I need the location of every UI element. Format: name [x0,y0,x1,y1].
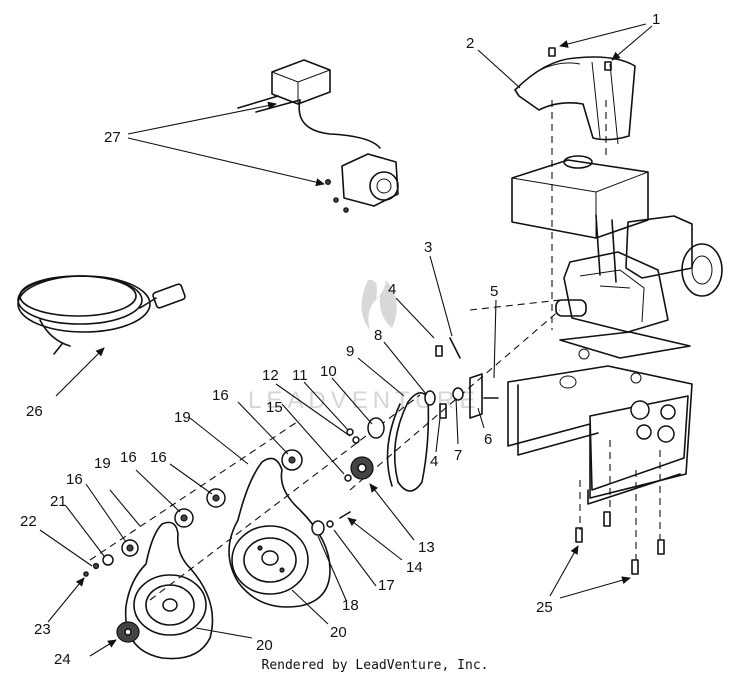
footer-credit: Rendered by LeadVenture, Inc. [261,658,489,673]
callout-12: 12 [262,367,279,384]
callout-25: 25 [536,599,553,616]
callout-8: 8 [374,327,382,344]
callout-7: 7 [454,447,462,464]
callout-24: 24 [54,651,71,668]
callout-4b: 4 [430,453,438,470]
callout-20b: 20 [330,624,347,641]
callout-16d: 16 [66,471,83,488]
callout-27: 27 [104,129,121,146]
callout-26: 26 [26,403,43,420]
callout-13: 13 [418,539,435,556]
drive-components [83,337,499,660]
extension-cord [17,275,186,355]
callout-21: 21 [50,493,67,510]
callout-9: 9 [346,343,354,360]
electric-starter [237,59,399,213]
callout-4a: 4 [388,281,396,298]
callout-6: 6 [484,431,492,448]
callout-3: 3 [424,239,432,256]
callout-23: 23 [34,621,51,638]
callout-16a: 16 [212,387,229,404]
callout-10: 10 [320,363,337,380]
leader-lines [39,23,653,657]
engine-assembly [507,56,723,505]
watermark: LEADVENTURE [248,279,475,414]
callout-5: 5 [490,283,498,300]
callout-19b: 19 [94,455,111,472]
callout-15: 15 [266,399,283,416]
callouts: 1 2 3 4 4 5 6 7 8 9 10 11 12 13 14 15 16… [20,11,660,668]
callout-2: 2 [466,35,474,52]
callout-1: 1 [652,11,660,28]
callout-16b: 16 [150,449,167,466]
callout-22: 22 [20,513,37,530]
callout-18: 18 [342,597,359,614]
callout-11: 11 [292,367,308,384]
callout-14: 14 [406,559,423,576]
callout-20a: 20 [256,637,273,654]
callout-16c: 16 [120,449,137,466]
frame-bolts [575,511,665,575]
callout-19a: 19 [174,409,191,426]
callout-17: 17 [378,577,395,594]
top-bolts [548,47,612,71]
